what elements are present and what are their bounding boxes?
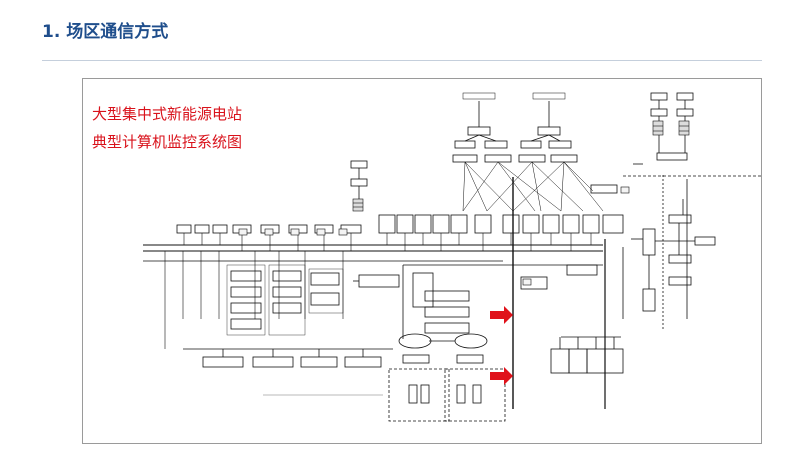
server-box: [550, 154, 578, 163]
right-lower-devices: [520, 264, 624, 374]
firewall-icon: [352, 198, 364, 212]
panel-group-left: [388, 333, 450, 422]
title-divider: [42, 60, 762, 61]
top-switch-left: [462, 92, 496, 136]
page-title: 1. 场区通信方式: [42, 22, 169, 42]
inverter-stack-3: [308, 268, 344, 314]
inverter-stack-2: [268, 264, 306, 336]
bottom-device-row: [183, 348, 393, 368]
firewall-icon: [678, 120, 690, 136]
switch-box: [590, 184, 618, 194]
far-right-column: [631, 175, 716, 329]
server-box: [452, 154, 478, 163]
red-arrow-icon: [490, 306, 513, 324]
monitoring-system-schematic: [143, 92, 761, 422]
router-box: [484, 140, 508, 149]
network-fanout: [462, 161, 604, 212]
firewall-icon: [652, 120, 664, 136]
panel-group-right: [444, 333, 506, 422]
device-row-mid: [378, 214, 624, 234]
workstation-icon: [238, 186, 630, 286]
server-box: [518, 154, 546, 163]
figure-heading-line-1: 大型集中式新能源电站: [92, 105, 243, 123]
router-box: [520, 140, 542, 149]
red-arrow-icon: [490, 367, 513, 385]
figure-frame: 大型集中式新能源电站 典型计算机监控系统图: [82, 78, 762, 444]
server-box: [484, 154, 512, 163]
figure-heading-line-2: 典型计算机监控系统图: [92, 133, 243, 151]
router-box: [548, 140, 572, 149]
inverter-stack-1: [226, 264, 266, 336]
top-switch-right: [532, 92, 566, 136]
router-box: [454, 140, 476, 149]
